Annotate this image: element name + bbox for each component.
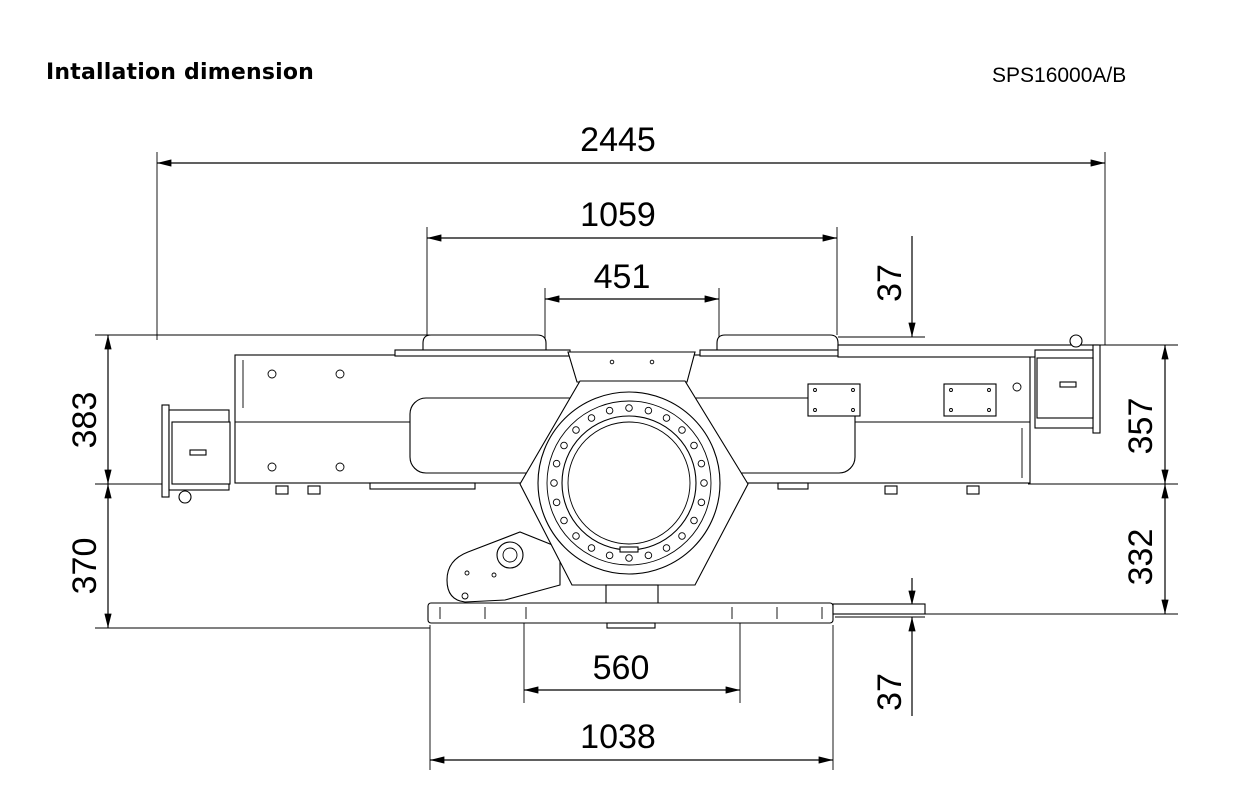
bolt-hole <box>662 544 671 552</box>
bolt-hole <box>560 441 568 450</box>
dim-top-plate-label: 451 <box>594 258 651 296</box>
dim-base-inner-label: 560 <box>593 649 650 687</box>
bolt-hole <box>697 459 706 468</box>
dim-base-outer: 1038 <box>429 625 834 770</box>
right-lifting-eye <box>1069 334 1083 348</box>
top-plate <box>567 351 696 383</box>
page-title: Intallation dimension <box>46 60 315 85</box>
bolt-hole <box>572 532 580 540</box>
bolt-hole <box>678 532 686 540</box>
dim-right-upper-height: 357 <box>1028 344 1178 485</box>
dim-right-lower-height-label: 332 <box>1122 529 1160 586</box>
bolt-hole <box>587 544 596 552</box>
model-code: SPS16000A/B <box>992 64 1127 87</box>
dim-upper-span: 1059 <box>426 196 838 335</box>
bolt-hole <box>550 479 558 487</box>
bolt-hole <box>700 479 708 487</box>
lever-arm <box>446 531 561 603</box>
bolt-hole <box>690 516 698 525</box>
dim-overall-width: 2445 <box>156 121 1106 345</box>
bolt-hole <box>644 551 653 560</box>
bolt-circle <box>550 404 708 562</box>
pedestal <box>605 584 659 606</box>
bolt-hole <box>587 414 596 422</box>
dim-right-upper-height-label: 357 <box>1122 398 1160 455</box>
dim-left-lower-height-label: 370 <box>66 538 104 595</box>
dim-upper-offset-label: 37 <box>871 264 909 302</box>
dim-lower-offset-label: 37 <box>871 673 909 711</box>
dim-upper-span-label: 1059 <box>580 196 656 234</box>
bolt-hole <box>625 554 633 562</box>
machine-body <box>161 334 1101 629</box>
dim-lower-offset: 37 <box>835 578 925 716</box>
left-lifting-eye <box>178 490 192 504</box>
bolt-hole <box>572 426 580 434</box>
bolt-hole <box>560 516 568 525</box>
dim-left-upper-height: 383 <box>66 334 430 485</box>
bolt-hole <box>697 498 706 507</box>
bolt-hole <box>552 459 561 468</box>
bolt-hole <box>625 404 633 412</box>
bolt-hole <box>552 498 561 507</box>
bearing-bore <box>561 415 697 551</box>
dim-left-lower-height: 370 <box>66 484 430 629</box>
dim-base-outer-label: 1038 <box>580 718 656 756</box>
dim-top-plate: 451 <box>544 258 720 350</box>
dim-base-inner: 560 <box>523 615 741 703</box>
bolt-hole <box>605 551 614 560</box>
bolt-hole <box>662 414 671 422</box>
base-plate <box>427 602 834 624</box>
bolt-hole <box>690 441 698 450</box>
dim-right-lower-height: 332 <box>835 484 1178 615</box>
bolt-hole <box>644 406 653 415</box>
dim-overall-width-label: 2445 <box>580 121 656 159</box>
bolt-hole <box>678 426 686 434</box>
bolt-hole <box>605 406 614 415</box>
dim-left-upper-height-label: 383 <box>66 392 104 449</box>
